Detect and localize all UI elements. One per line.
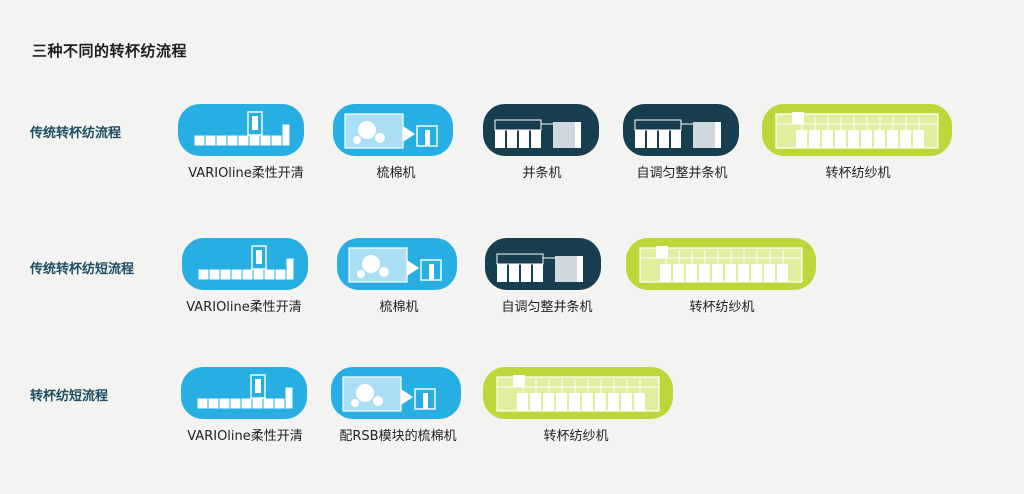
row-label: 转杯纺短流程 (30, 389, 109, 404)
row-label: 传统转杯纺短流程 (30, 262, 135, 277)
machine-label: 梳棉机 (376, 166, 416, 181)
draw-frame-icon (485, 238, 601, 290)
card-machine-icon (331, 367, 461, 419)
card-machine-icon (333, 104, 453, 156)
machine-label: 配RSB模块的梳棉机 (339, 429, 457, 444)
rotor-spinning-icon (762, 104, 952, 156)
machine-label: 转杯纺纱机 (543, 429, 609, 444)
machine-label: 并条机 (522, 166, 562, 181)
process-row-traditional: 传统转杯纺流程 VARIOline柔性开清 梳棉机 并条机 自调匀整并条机 转杯… (0, 104, 1024, 194)
page-title: 三种不同的转杯纺流程 (32, 42, 188, 60)
row-label: 传统转杯纺流程 (30, 126, 122, 141)
machine-label: VARIOline柔性开清 (187, 429, 303, 444)
machine-label: 自调匀整并条机 (636, 166, 728, 181)
process-row-traditional-short: 传统转杯纺短流程 VARIOline柔性开清 梳棉机 自调匀整并条机 转杯纺纱机 (0, 238, 1024, 328)
vario-machine-icon (181, 367, 307, 419)
machine-label: 梳棉机 (379, 300, 419, 315)
vario-machine-icon (178, 104, 304, 156)
machine-label: VARIOline柔性开清 (186, 300, 302, 315)
machine-label: 转杯纺纱机 (825, 166, 891, 181)
card-machine-icon (337, 238, 457, 290)
process-row-rotor-short: 转杯纺短流程 VARIOline柔性开清 配RSB模块的梳棉机 转杯纺纱机 (0, 367, 1024, 457)
machine-label: 转杯纺纱机 (689, 300, 755, 315)
draw-frame-icon (483, 104, 599, 156)
rotor-spinning-icon (483, 367, 673, 419)
draw-frame-icon (623, 104, 739, 156)
machine-label: 自调匀整并条机 (501, 300, 593, 315)
rotor-spinning-icon (626, 238, 816, 290)
machine-label: VARIOline柔性开清 (188, 166, 304, 181)
vario-machine-icon (182, 238, 308, 290)
